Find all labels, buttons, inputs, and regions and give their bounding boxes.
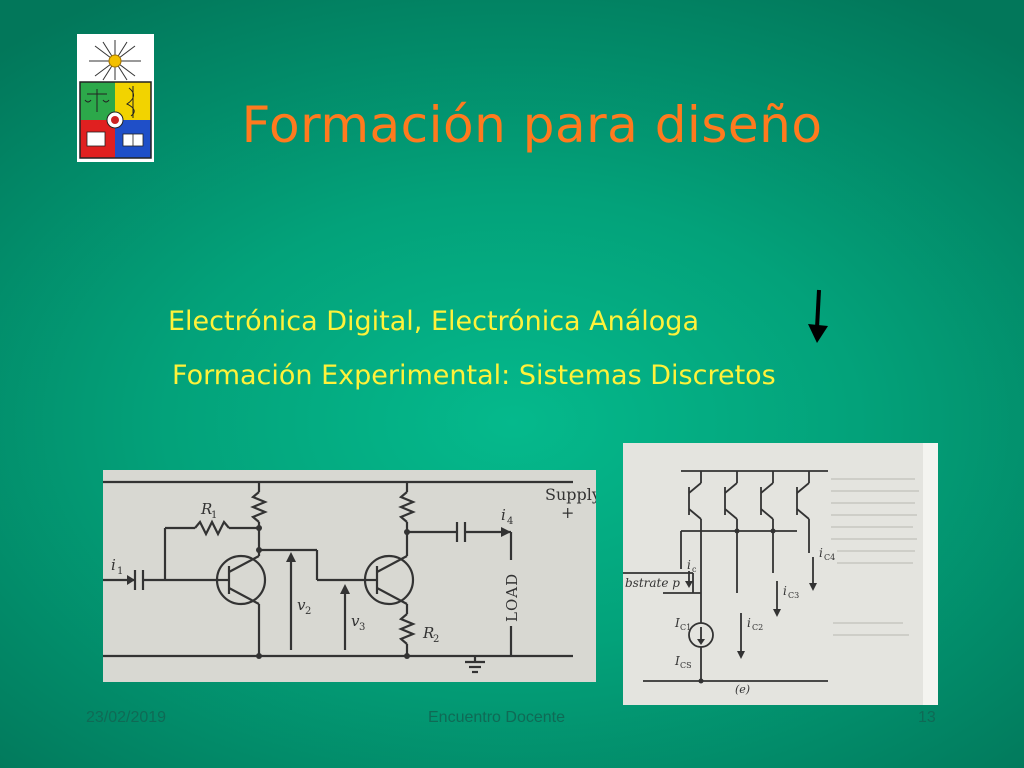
ics-label: I	[674, 654, 680, 668]
current-mirror-schematic: bstrate p i c I C1 I CS i C2 i C3 i C4 (…	[623, 443, 938, 705]
university-crest-icon	[77, 34, 154, 162]
figure-caption: (e)	[735, 683, 750, 696]
line-formacion-experimental: Formación Experimental: Sistemas Discret…	[172, 360, 776, 391]
current-mirror-image: bstrate p i c I C1 I CS i C2 i C3 i C4 (…	[623, 443, 938, 705]
r1-label: R	[200, 500, 212, 518]
ic3-label: i	[783, 584, 787, 598]
footer-date: 23/02/2019	[86, 709, 167, 726]
amplifier-schematic: Supply + R 1 R 2 i 1 i 4 v 2 v 3 LOAD	[103, 480, 596, 674]
substrate-label: bstrate p	[625, 576, 680, 590]
v3-sub: 3	[359, 622, 365, 633]
amplifier-circuit-image: Supply + R 1 R 2 i 1 i 4 v 2 v 3 LOAD	[103, 470, 596, 682]
i1-sub: 1	[117, 566, 123, 577]
footer-center: Encuentro Docente	[428, 709, 565, 726]
v2-label: v	[297, 596, 306, 614]
v3-label: v	[351, 612, 360, 630]
ic3-sub: C3	[788, 591, 799, 600]
line-electronica: Electrónica Digital, Electrónica Análoga	[168, 306, 699, 337]
ic2-sub: C2	[752, 623, 763, 632]
r2-sub: 2	[433, 634, 439, 645]
r2-label: R	[422, 624, 434, 642]
ic-label: i	[687, 558, 691, 572]
r1-sub: 1	[211, 510, 217, 521]
supply-label: Supply	[545, 485, 596, 504]
load-label: LOAD	[503, 573, 521, 622]
ic4-label: i	[819, 546, 823, 560]
footer-page-number: 13	[918, 709, 936, 726]
i4-sub: 4	[507, 516, 513, 527]
i1-label: i	[111, 556, 116, 574]
supply-plus: +	[561, 503, 574, 522]
ic2-label: i	[747, 616, 751, 630]
slide-title: Formación para diseño	[241, 96, 823, 154]
down-arrow-icon	[808, 289, 828, 343]
ic-sub: c	[692, 565, 697, 574]
ic1-sub: C1	[680, 623, 691, 632]
v2-sub: 2	[305, 606, 311, 617]
ic1-label: I	[674, 616, 680, 630]
i4-label: i	[501, 506, 506, 524]
ics-sub: CS	[680, 661, 692, 670]
ic4-sub: C4	[824, 553, 835, 562]
